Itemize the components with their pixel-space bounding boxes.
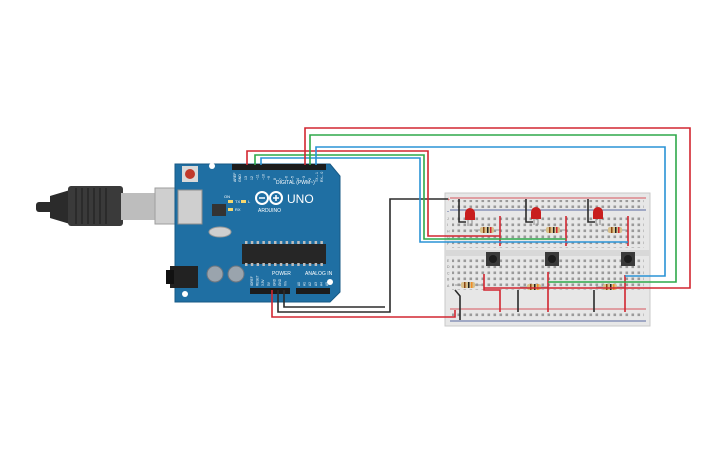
jumper-wires[interactable] (246, 127, 691, 318)
row-letter: A (447, 284, 450, 288)
usb-cable[interactable] (36, 186, 182, 226)
digital-header-label: DIGITAL (PWM~) (276, 180, 315, 186)
blue-wire-led (260, 157, 628, 243)
analog-header[interactable] (296, 288, 330, 294)
black-wire-ground (283, 290, 385, 308)
row-letter: H (447, 229, 450, 233)
resistor[interactable] (455, 282, 482, 288)
digital-pin-label: 8 (273, 178, 277, 180)
rail-minus-label: - (447, 209, 449, 215)
power-jack (170, 266, 198, 288)
resistor[interactable] (602, 227, 628, 233)
red-wire-led (246, 150, 500, 237)
led-rx-label: RX (235, 207, 241, 212)
board-brand: ARDUINO (258, 208, 281, 214)
breadboard-jumpers[interactable] (454, 199, 629, 320)
resistor[interactable] (474, 227, 500, 233)
power-pin-label: IOREF (250, 276, 254, 286)
power-pin-label: Vin (284, 281, 288, 286)
digital-header[interactable] (232, 164, 326, 170)
row-letter: D (447, 265, 450, 269)
resistor[interactable] (540, 227, 566, 233)
digital-pin-label: 12 (250, 176, 254, 180)
power-pin-label: GND (278, 278, 282, 286)
row-letter: C (447, 271, 450, 275)
black-wire-ground (277, 198, 448, 313)
power-header-label: POWER (272, 271, 291, 277)
power-pin-label: 5V (267, 281, 271, 286)
digital-pin-label: 7 (279, 178, 283, 180)
reset-button[interactable] (182, 166, 198, 182)
power-pin-label: RESET (256, 275, 260, 286)
blue-wire-button (315, 146, 666, 277)
pin-label-aref: AREF (233, 173, 237, 182)
analog-pin-label: A0 (297, 282, 301, 286)
digital-pin-label: ~9 (267, 176, 271, 180)
row-letter: F (447, 242, 449, 246)
digital-pin-label: 4 (296, 178, 300, 180)
analog-pin-label: A1 (303, 282, 307, 286)
pin-label-rx: RX←0 (320, 172, 324, 182)
capacitor (206, 265, 224, 283)
red-led[interactable] (593, 207, 603, 225)
rail-plus-label: + (447, 197, 450, 203)
green-wire-button (309, 134, 677, 283)
row-letter: G (447, 236, 450, 240)
red-wire-button (304, 127, 691, 289)
digital-pin-label: 13 (244, 176, 248, 180)
red-led[interactable] (531, 207, 541, 225)
analog-header-label: ANALOG IN (305, 271, 333, 277)
analog-pin-label: A3 (314, 282, 318, 286)
digital-pin-label: ~10 (261, 174, 265, 180)
arduino-uno-board[interactable]: ON TX RX L UNO ARDUINO DIGITAL (PWM~) PO… (166, 163, 341, 303)
digital-pin-label: ~6 (285, 176, 289, 180)
red-wire-power (271, 290, 456, 318)
usb-port (177, 189, 203, 225)
analog-pin-label: A5 (325, 282, 329, 286)
analog-pin-label: A2 (308, 282, 312, 286)
row-letter: E (447, 259, 450, 263)
pin-label-tx: TX→1 (315, 172, 319, 182)
row-letter: J (447, 217, 449, 221)
power-pin-label: GND (272, 278, 276, 286)
digital-pin-label: ~5 (290, 176, 294, 180)
power-pin-label: 3.3V (261, 279, 265, 286)
row-letter: I (447, 223, 448, 227)
arduino-logo (255, 191, 283, 205)
led-on-label: ON (224, 194, 230, 199)
power-header[interactable] (250, 288, 290, 294)
board-model: UNO (287, 192, 314, 206)
led-l-label: L (248, 199, 251, 204)
green-wire-led (254, 154, 566, 240)
pushbutton[interactable] (545, 252, 559, 266)
microcontroller-chip (242, 244, 326, 264)
row-letter: B (447, 278, 450, 282)
pushbutton[interactable] (621, 252, 635, 266)
pin-label-gnd: GND (238, 174, 242, 182)
analog-pin-label: A4 (319, 282, 323, 286)
digital-pin-label: ~11 (256, 174, 260, 180)
digital-pin-label: ~3 (302, 176, 306, 180)
led-tx-label: TX (235, 199, 240, 204)
pushbutton[interactable] (486, 252, 500, 266)
red-led[interactable] (465, 208, 475, 226)
capacitor (227, 265, 245, 283)
digital-pin-label: 2 (308, 178, 312, 180)
